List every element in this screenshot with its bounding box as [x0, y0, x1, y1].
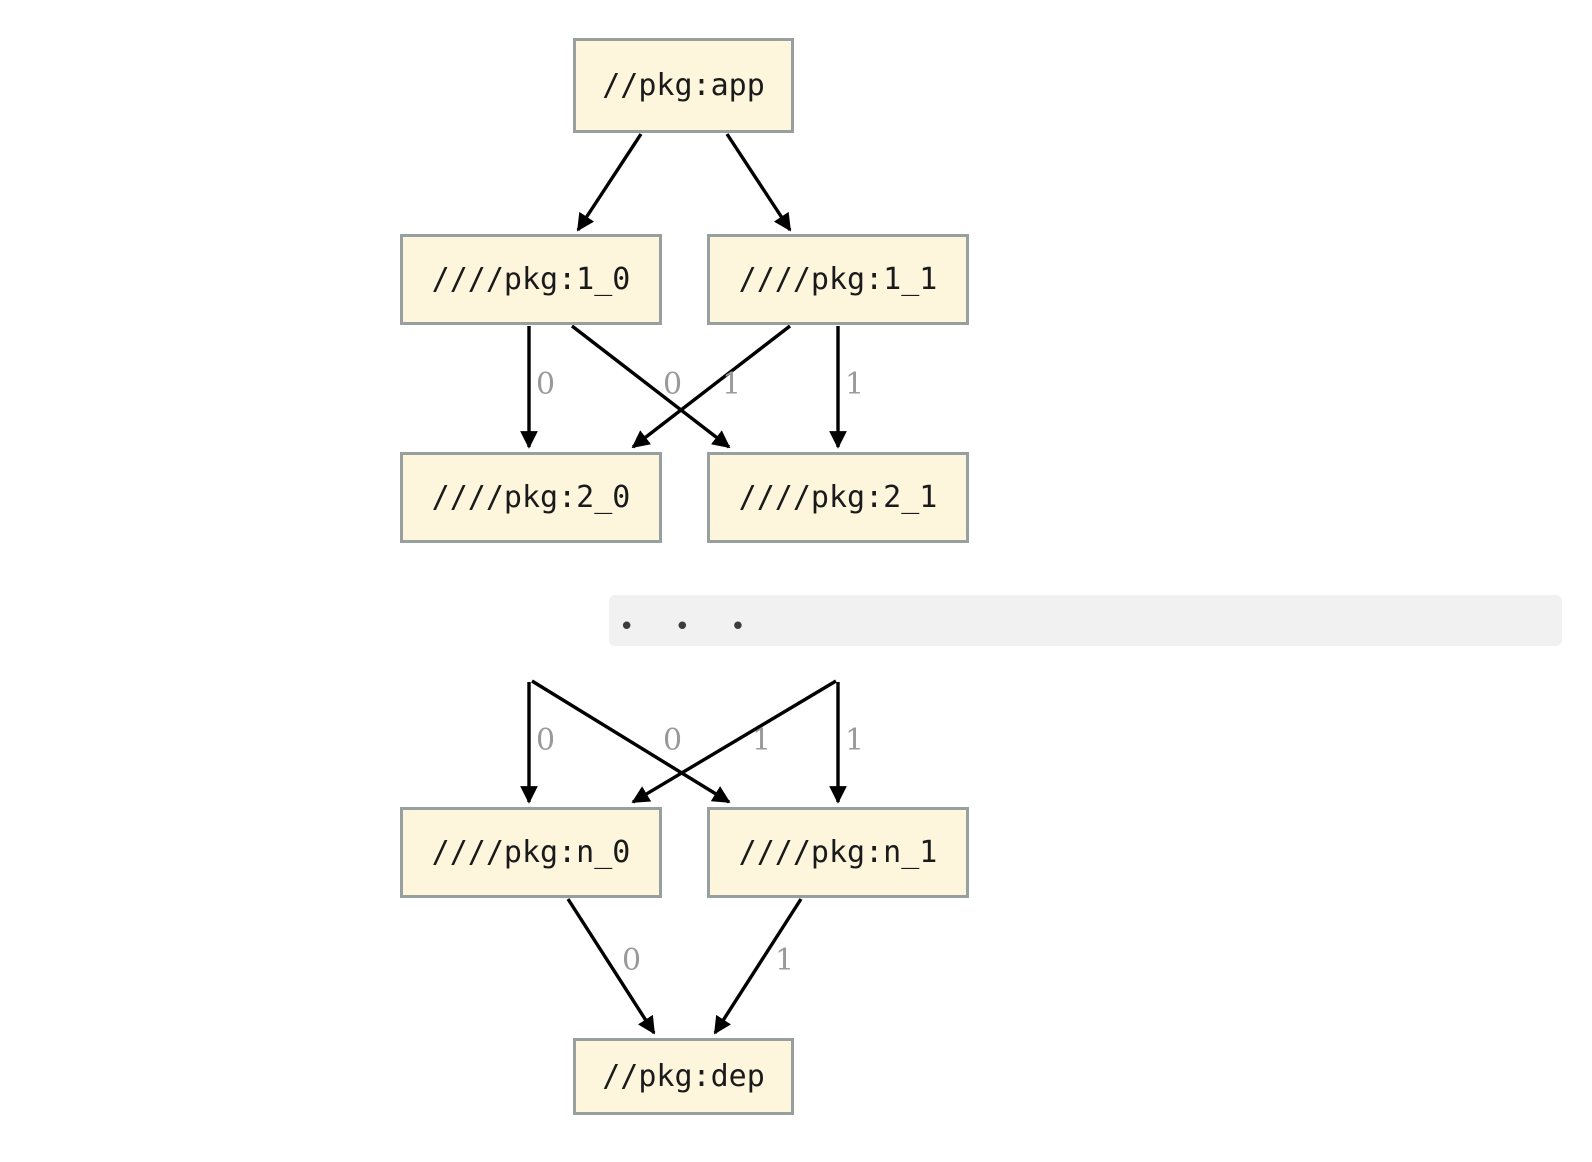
edge-label: 0: [622, 943, 642, 978]
node-label: ////pkg:2_0: [431, 480, 631, 515]
edge-label: 1: [722, 367, 742, 402]
edge-source-to-nn_1: [531, 679, 731, 804]
node-label: //pkg:app: [602, 68, 765, 103]
node-dep[interactable]: //pkg:dep: [573, 1038, 794, 1115]
node-n1_1[interactable]: ////pkg:1_1: [707, 234, 969, 325]
edge-nn_0-to-dep: [566, 898, 656, 1035]
edge-label: 0: [663, 367, 683, 402]
edge-source-to-nn_0: [631, 679, 837, 804]
edge-label: 1: [775, 943, 795, 978]
node-n2_1[interactable]: ////pkg:2_1: [707, 452, 969, 543]
node-app[interactable]: //pkg:app: [573, 38, 794, 133]
edge-app-to-n1_1: [725, 133, 792, 232]
edge-nn_1-to-dep: [713, 898, 803, 1035]
edge-app-to-n1_0: [576, 133, 643, 232]
edge-n1_1-to-n2_0: [631, 324, 792, 449]
node-nn_1[interactable]: ////pkg:n_1: [707, 807, 969, 898]
node-label: ////pkg:n_0: [431, 835, 631, 870]
edge-label: 0: [536, 723, 556, 758]
ellipsis-dots: • • •: [619, 612, 762, 642]
node-label: ////pkg:n_1: [738, 835, 938, 870]
ellipsis-separator: • • •: [609, 595, 1562, 646]
node-n2_0[interactable]: ////pkg:2_0: [400, 452, 662, 543]
node-label: //pkg:dep: [602, 1059, 765, 1094]
edge-label: 1: [845, 367, 865, 402]
node-nn_0[interactable]: ////pkg:n_0: [400, 807, 662, 898]
edge-lines: [520, 133, 847, 1035]
edge-label: 0: [536, 367, 556, 402]
edge-label: 1: [752, 723, 772, 758]
node-n1_0[interactable]: ////pkg:1_0: [400, 234, 662, 325]
node-label: ////pkg:2_1: [738, 480, 938, 515]
edge-n1_0-to-n2_1: [570, 324, 731, 449]
edge-label: 0: [663, 723, 683, 758]
node-label: ////pkg:1_1: [738, 262, 938, 297]
node-label: ////pkg:1_0: [431, 262, 631, 297]
edge-label: 1: [845, 723, 865, 758]
